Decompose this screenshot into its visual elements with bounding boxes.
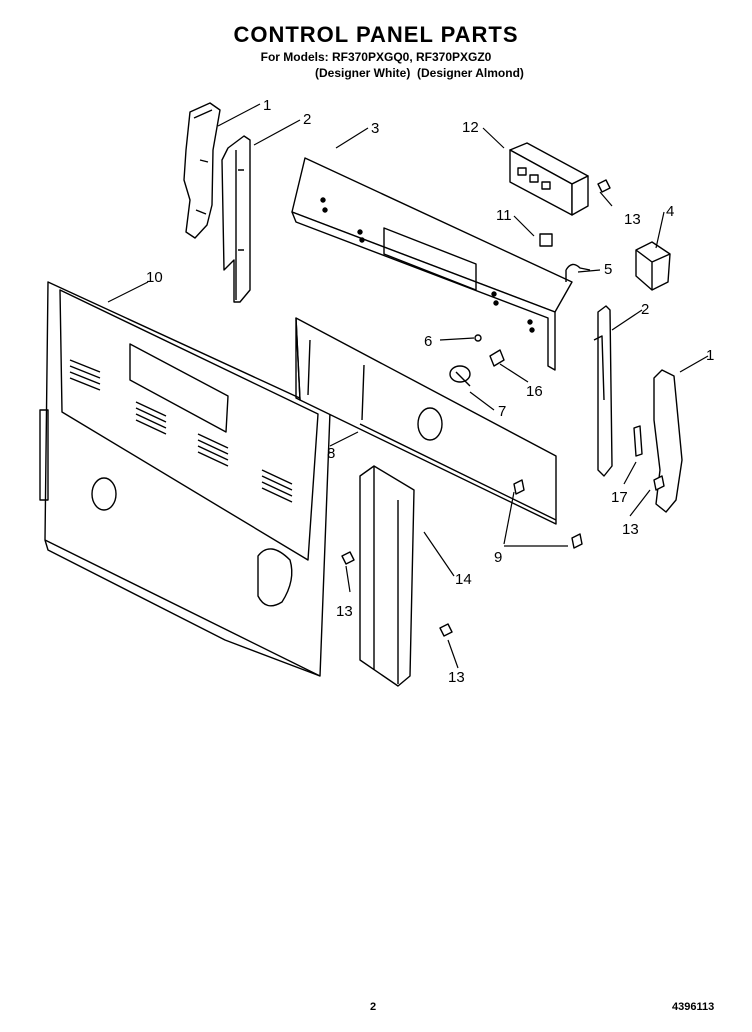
callout-5: 5	[604, 261, 612, 278]
part-lower-panel	[295, 317, 557, 525]
callout-17: 17	[611, 489, 628, 506]
document-number: 4396113	[672, 1001, 715, 1013]
part-bracket-right	[593, 305, 613, 477]
callout-13: 13	[448, 669, 465, 686]
leader-lines	[107, 103, 709, 669]
part-electronic-clock	[509, 142, 589, 216]
part-rear-panel	[39, 281, 331, 677]
callout-14: 14	[455, 571, 472, 588]
callout-6: 6	[424, 333, 432, 350]
callout-1: 1	[263, 97, 271, 114]
part-control-panel	[291, 157, 573, 371]
part-end-cap-left	[183, 102, 221, 239]
callout-2: 2	[303, 111, 311, 128]
colors-line: (Designer White) (Designer Almond)	[315, 66, 524, 80]
callout-8: 8	[327, 445, 335, 462]
part-side-bracket	[359, 465, 415, 687]
part-switch	[539, 233, 553, 247]
page-title: CONTROL PANEL PARTS	[233, 22, 519, 47]
callout-16: 16	[526, 383, 543, 400]
part-spring	[633, 425, 643, 457]
callout-13: 13	[624, 211, 641, 228]
part-wire-harness	[565, 263, 591, 282]
callout-12: 12	[462, 119, 479, 136]
callout-2: 2	[641, 301, 649, 318]
callout-13: 13	[622, 521, 639, 538]
part-knob	[449, 365, 471, 387]
callout-4: 4	[666, 203, 674, 220]
page-number: 2	[370, 1001, 377, 1013]
models-line: For Models: RF370PXGQ0, RF370PXGZ0	[260, 50, 492, 64]
callout-10: 10	[146, 269, 163, 286]
callout-13: 13	[336, 603, 353, 620]
callout-1: 1	[706, 347, 714, 364]
callout-3: 3	[371, 120, 379, 137]
part-end-cap-right	[653, 369, 683, 513]
callout-11: 11	[496, 207, 512, 224]
part-screws	[341, 179, 665, 637]
callouts: 1 2 3 12 13 4 11 5 10 2 1 6 16 7 8 17 13…	[146, 97, 714, 686]
callout-7: 7	[498, 403, 506, 420]
part-switch-box	[635, 241, 671, 291]
part-bracket-left	[221, 135, 251, 303]
callout-9: 9	[494, 549, 502, 566]
